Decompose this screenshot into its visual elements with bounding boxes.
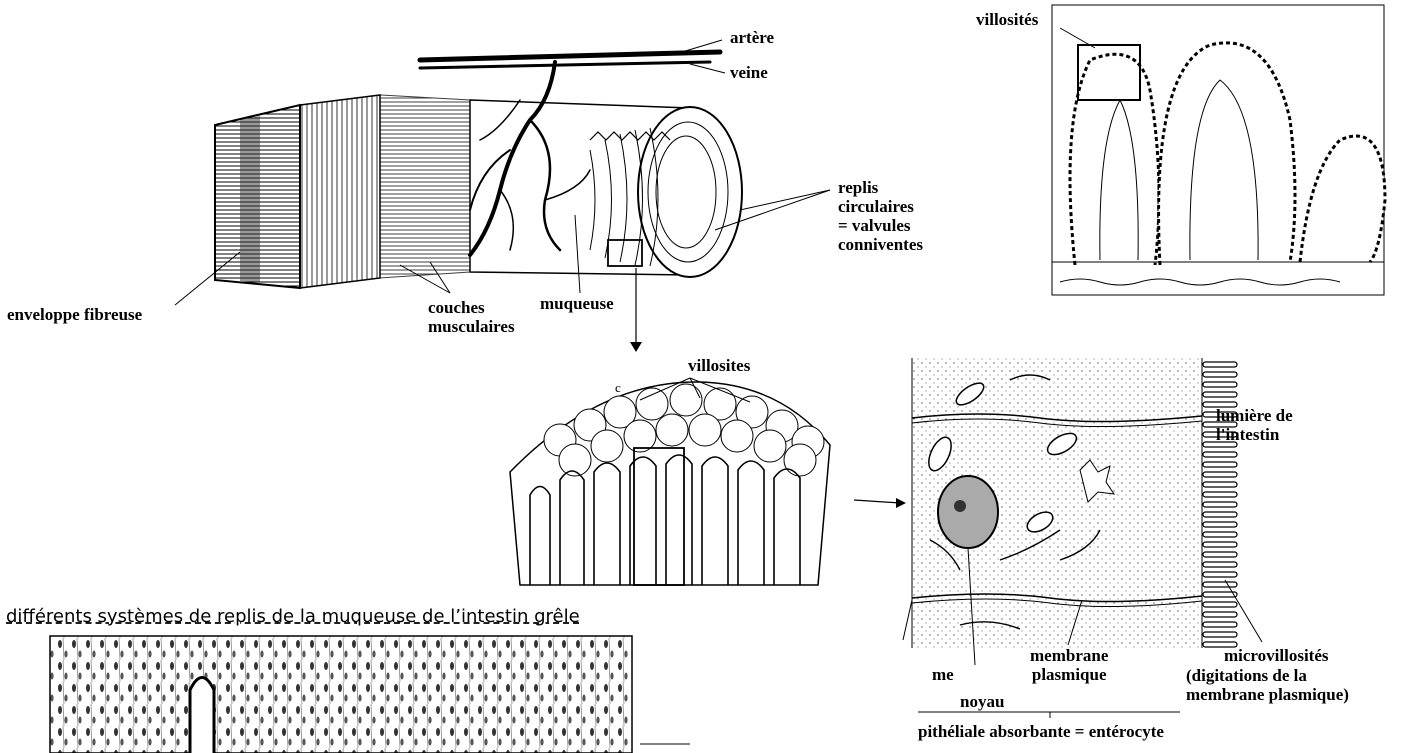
- label-replis-circulaires: replis circulaires = valvules connivente…: [838, 178, 923, 254]
- villosites-block: [510, 378, 830, 585]
- label-noyau: noyau: [960, 692, 1004, 711]
- fold-right: [1300, 136, 1385, 262]
- label-villosites-top: villosités: [976, 10, 1038, 29]
- histology-section: [50, 636, 690, 753]
- muscle-layer-inner: [380, 95, 470, 278]
- fold-mid: [1159, 43, 1295, 265]
- label-villosites-mid: villosites: [688, 356, 750, 375]
- microvilli: [1203, 362, 1237, 647]
- figure-caption: différents systèmes de replis de la muqu…: [6, 606, 580, 627]
- muscle-layer-outer: [300, 95, 380, 288]
- label-artere: artère: [730, 28, 774, 47]
- villosites-fold: [1052, 5, 1385, 295]
- label-membrane-plasmique: membrane plasmique: [1030, 646, 1108, 684]
- nucleus: [938, 476, 998, 548]
- label-lumiere-intestin: lumière de l'intestin: [1216, 406, 1293, 444]
- label-microvillosites: microvillosités: [1224, 646, 1329, 665]
- label-c-mark: c: [615, 378, 621, 397]
- label-muqueuse: muqueuse: [540, 294, 614, 313]
- label-couches-musculaires: couches musculaires: [428, 298, 515, 336]
- label-digitations: (digitations de la membrane plasmique): [1186, 666, 1349, 704]
- label-veine: veine: [730, 63, 768, 82]
- label-epitheliale-absorbante: pithéliale absorbante = entérocyte: [918, 722, 1164, 741]
- fold-left: [1070, 54, 1159, 265]
- label-me: me: [932, 665, 954, 684]
- label-enveloppe-fibreuse: enveloppe fibreuse: [7, 305, 142, 324]
